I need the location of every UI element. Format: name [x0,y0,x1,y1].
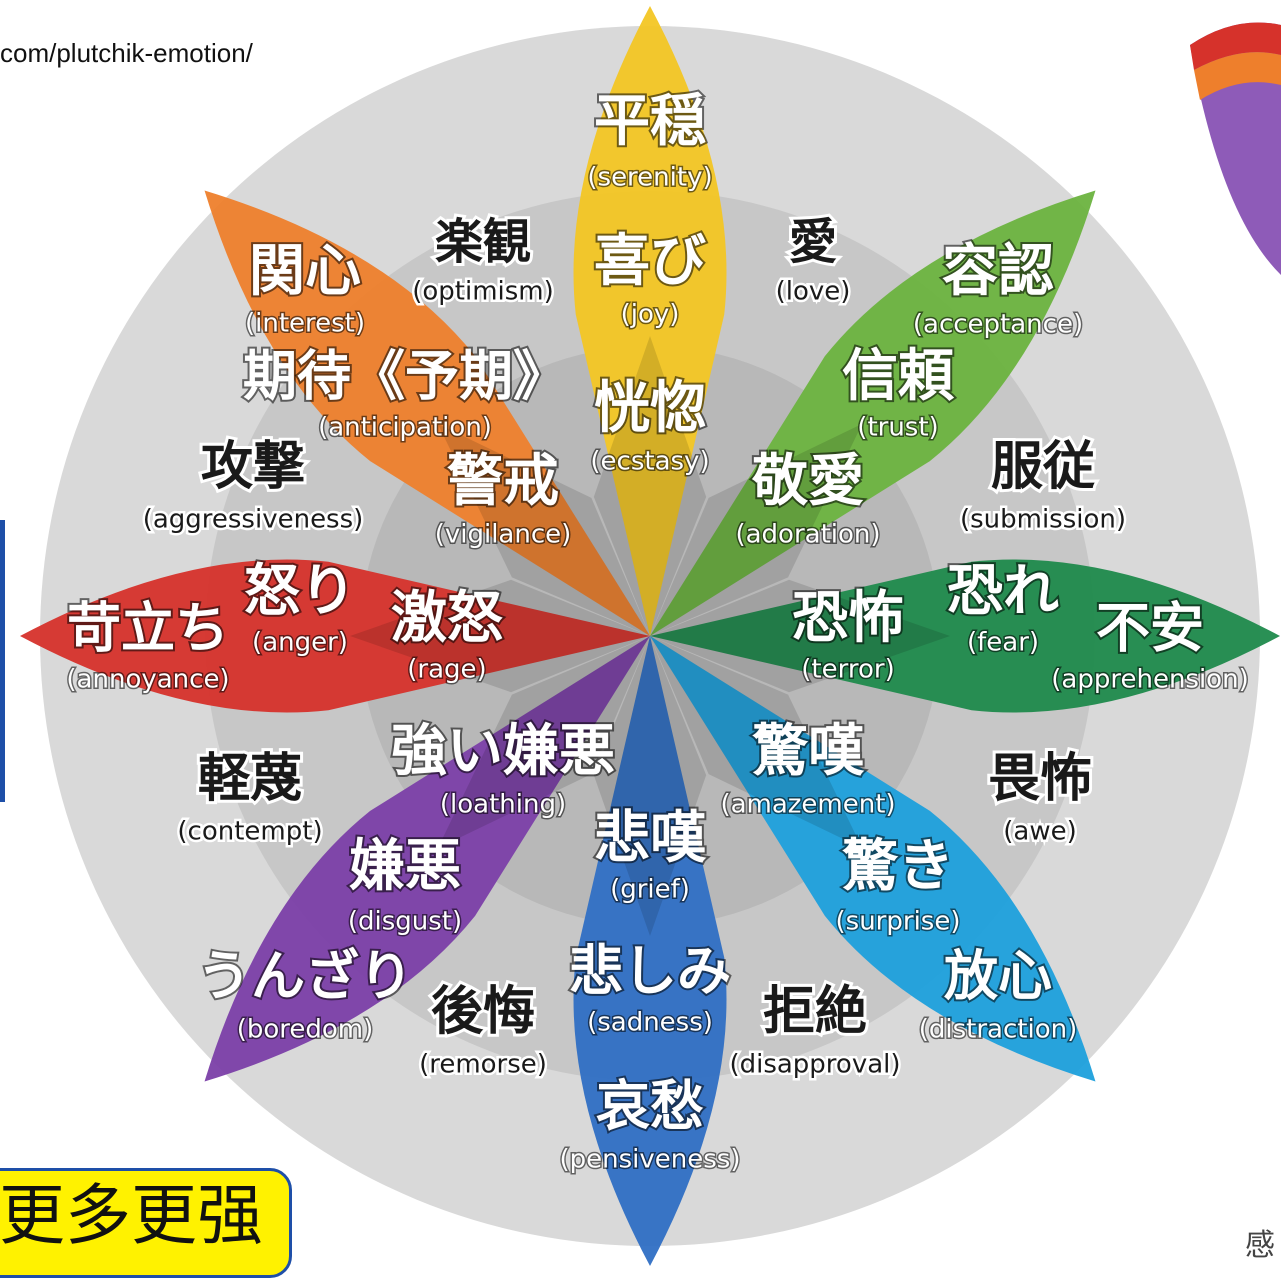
petal-core-fear [650,579,950,693]
label-joy-en: (joy) [621,300,680,330]
left-blue-bar [0,520,5,802]
highlight-callout: 更多更强 [0,1168,292,1278]
petal-sadness [573,636,727,1266]
label-fear-jp: 恐れ [947,559,1059,624]
label-anger-en: (anger) [252,628,348,658]
label-remorse-en: (remorse) [419,1050,547,1080]
label-submission-jp: 服従 [991,437,1095,497]
label-pensiveness-en: (pensiveness) [560,1145,741,1175]
label-anticipation-en: (anticipation) [318,413,492,443]
label-fear-en: (fear) [967,628,1039,658]
label-anger-jp: 怒り [244,559,356,624]
label-disapproval-en: (disapproval) [729,1050,900,1080]
label-boredom-en: (boredom) [237,1015,374,1045]
label-optimism-en: (optimism) [412,277,554,307]
petal-core-trust [650,423,863,636]
label-disgust-en: (disgust) [348,907,462,937]
label-remorse-jp: 後悔 [431,982,535,1042]
label-terror-jp: 恐怖 [792,586,904,651]
petal-surprise [650,636,1096,1082]
label-grief-jp: 悲嘆 [594,806,707,871]
label-apprehension-jp: 不安 [1096,597,1204,660]
label-vigilance-en: (vigilance) [435,520,572,550]
label-sadness-jp: 悲しみ [569,940,731,1003]
petal-fear [650,559,1280,713]
label-love-en: (love) [776,277,851,307]
label-contempt-jp: 軽蔑 [198,749,302,809]
petal-core-disgust [437,636,650,849]
label-trust-en: (trust) [857,413,938,443]
label-ecstasy-jp: 恍惚 [594,376,706,441]
label-distraction-jp: 放心 [944,945,1052,1008]
label-acceptance-jp: 容認 [942,239,1054,304]
petal-joy [573,6,727,636]
partial-cone-shape [1190,22,1281,275]
petal-anger [20,559,650,713]
label-contempt-en: (contempt) [177,817,322,847]
petal-core-joy [593,336,707,636]
petal-core-sadness [593,636,707,936]
label-disapproval-jp: 拒絶 [763,982,867,1042]
petal-core-anger [350,579,650,693]
label-grief-en: (grief) [610,875,690,905]
label-anticipation-jp: 期待《予期》 [243,345,567,408]
petal-trust [650,190,1096,637]
petal-anticipation [204,190,651,637]
label-optimism-jp: 楽観 [435,214,531,270]
label-pensiveness-jp: 哀愁 [596,1075,704,1138]
source-url: com/plutchik-emotion/ [0,38,253,68]
label-awe-jp: 畏怖 [988,749,1092,809]
label-submission-en: (submission) [960,505,1126,535]
petal-disgust [204,636,651,1082]
label-amazement-jp: 驚嘆 [752,719,865,784]
label-boredom-jp: うんざり [197,945,413,1008]
label-interest-jp: 関心 [249,239,361,304]
label-rage-jp: 激怒 [391,586,503,651]
label-disgust-jp: 嫌悪 [349,834,461,899]
label-aggressiveness-en: (aggressiveness) [143,505,364,535]
label-interest-en: (interest) [245,309,365,339]
label-serenity-jp: 平穏 [594,89,706,154]
label-vigilance-jp: 警戒 [447,449,559,514]
label-awe-en: (awe) [1003,817,1076,847]
label-admiration-jp: 敬愛 [751,449,864,514]
label-distraction-en: (distraction) [919,1015,1077,1045]
label-annoyance-en: (annoyance) [66,665,229,695]
label-aggressiveness-jp: 攻撃 [201,437,305,497]
label-loathing-en: (loathing) [440,790,566,820]
callout-text: 更多更强 [0,1177,263,1254]
label-surprise-en: (surprise) [836,907,961,937]
corner-glyph: 感 [1245,1228,1275,1263]
label-ecstasy-en: (ecstasy) [590,447,709,477]
label-surprise-jp: 驚き [842,834,954,899]
label-terror-en: (terror) [801,655,894,685]
label-acceptance-en: (acceptance) [913,310,1083,340]
label-annoyance-jp: 苛立ち [67,597,229,660]
label-serenity-en: (serenity) [587,163,712,193]
label-loathing-jp: 強い嫌悪 [391,719,615,784]
label-amazement-en: (amazement) [720,790,895,820]
petal-core-anticipation [437,423,650,636]
label-admiration-en: (adoration) [735,520,880,550]
label-love-jp: 愛 [789,214,837,270]
label-rage-en: (rage) [407,655,486,685]
label-sadness-en: (sadness) [587,1008,713,1038]
label-trust-jp: 信頼 [842,344,955,409]
label-apprehension-en: (apprehension) [1051,665,1248,695]
petal-core-surprise [650,636,863,849]
label-joy-jp: 喜び [594,229,706,294]
